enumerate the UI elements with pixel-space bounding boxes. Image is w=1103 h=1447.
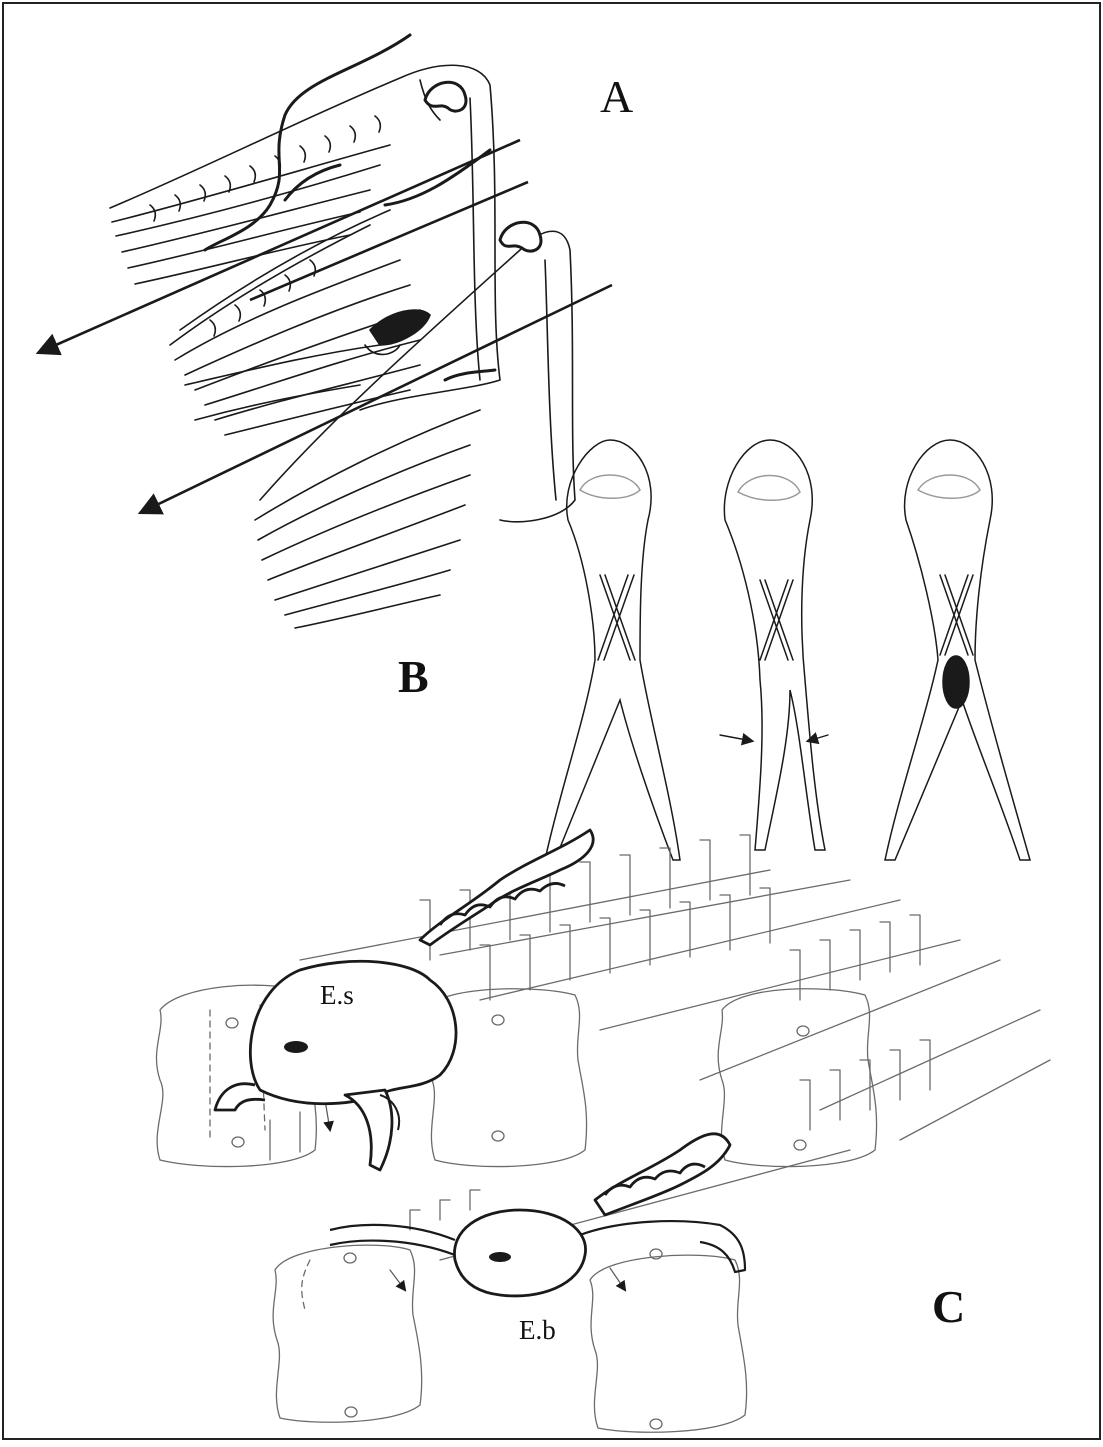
parasite-body [943,656,969,708]
organism-label-es: E.s [320,980,354,1011]
panel-label-a: A [600,70,633,123]
organism-label-eb: E.b [519,1315,556,1346]
organism-upper [215,830,593,1170]
block-4 [273,1245,422,1422]
arrow-lower [142,285,612,512]
press-arrow-left [720,735,752,741]
panel-a-drawing [110,35,575,628]
panel-label-c: C [932,1280,965,1333]
panel-label-b: B [398,650,429,703]
panel-a-arrows [40,140,612,512]
press-arrow-right [808,735,828,741]
panel-b-drawing [545,440,1030,860]
lamella-section-open [545,440,680,860]
panel-c-drawing [156,835,1050,1432]
lamella-section-parasite [885,440,1030,860]
organism-lower [330,1134,745,1296]
block-5 [590,1249,747,1432]
block-3 [718,989,876,1167]
lamella-section-pressed [720,440,828,850]
